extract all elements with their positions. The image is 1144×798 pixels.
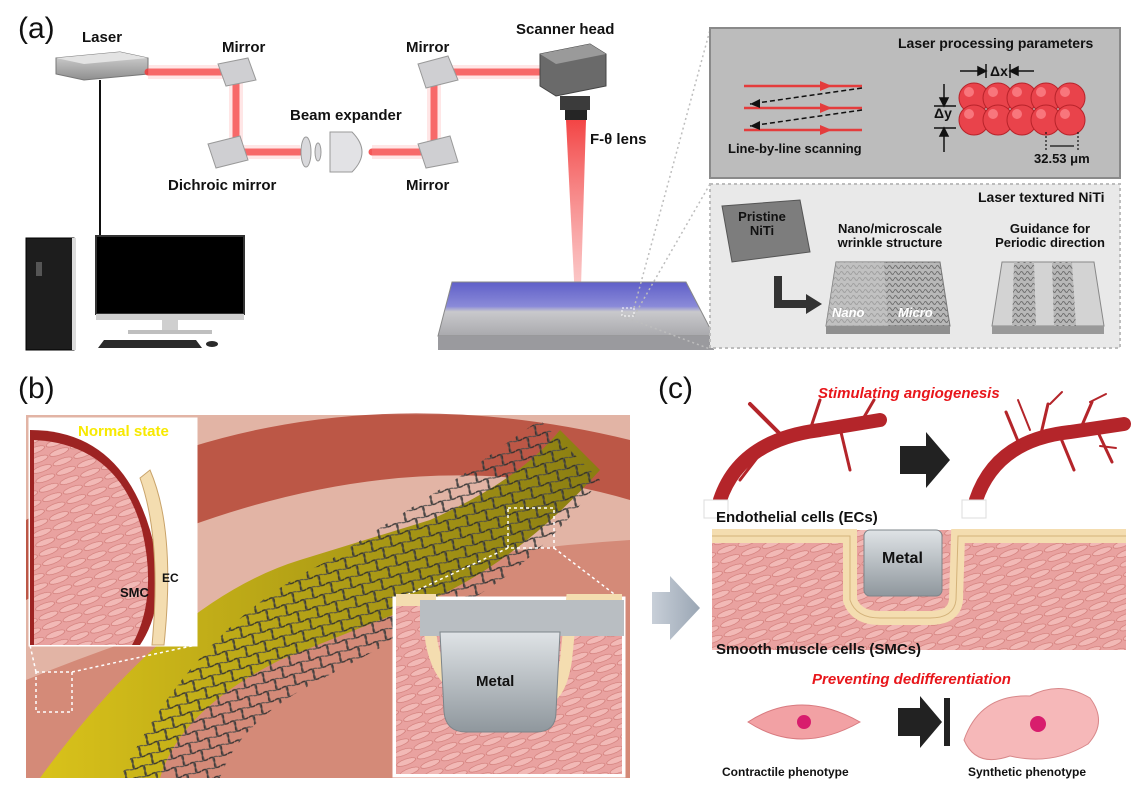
zoom-guides-a — [621, 29, 711, 350]
beam-expander — [300, 131, 363, 173]
wrinkle-line-2: wrinkle structure — [837, 235, 943, 251]
mirror-1 — [217, 57, 257, 87]
flow-arrow-bc — [652, 576, 700, 640]
nano-label: Nano — [832, 305, 865, 320]
dx-label: Δx — [990, 63, 1008, 79]
angiogenesis-arrow — [900, 432, 950, 488]
vessel-stump-right — [961, 499, 987, 519]
focused-beam — [566, 120, 586, 320]
metal-label-b: Metal — [476, 673, 515, 690]
laser-beam-path — [144, 68, 549, 156]
smc-label: SMC — [120, 585, 149, 600]
mirror-2 — [417, 55, 459, 89]
laser-label: Laser — [82, 29, 123, 46]
normal-state-inset — [28, 417, 198, 647]
scanner-head — [539, 43, 607, 120]
beam-expander-label: Beam expander — [290, 107, 402, 124]
mirror-1-label: Mirror — [222, 39, 266, 56]
mirror-3 — [417, 135, 459, 169]
dy-dimension — [934, 84, 956, 152]
params-title: Laser processing parameters — [898, 35, 1094, 51]
metal-inset — [392, 594, 626, 778]
dx-dimension — [960, 64, 1034, 78]
mirror-3-label: Mirror — [406, 177, 450, 194]
mirror-2-label: Mirror — [406, 39, 450, 56]
pristine-line-1: Pristine — [738, 209, 786, 224]
metal-label-c: Metal — [882, 550, 923, 567]
guidance-label: Guidance for Periodic direction — [980, 221, 1120, 251]
vessel-after — [969, 391, 1131, 507]
normal-zoom-box — [35, 671, 73, 713]
dy-label: Δy — [934, 105, 952, 121]
flow-arrow-a — [774, 276, 808, 308]
periodic-sample — [991, 261, 1105, 334]
pristine-niti-sample — [721, 199, 811, 263]
ec-label: EC — [162, 571, 179, 585]
guidance-line-2: Periodic direction — [995, 235, 1105, 251]
textured-title: Laser textured NiTi — [978, 189, 1105, 205]
stent-mesh — [120, 420, 600, 778]
panel-label-b: (b) — [18, 372, 55, 405]
dichroic-mirror — [207, 135, 249, 169]
dedifferentiation-block-arrow — [898, 696, 950, 748]
contractile-cell — [747, 704, 862, 740]
spot-size-dimension — [1045, 132, 1079, 150]
scanner-head-label: Scanner head — [516, 21, 615, 38]
pristine-line-2: NiTi — [749, 223, 775, 239]
laser-beam-glow — [148, 65, 545, 159]
spot-size-label: 32.53 μm — [1034, 151, 1090, 166]
smcs-label: Smooth muscle cells (SMCs) — [716, 641, 922, 658]
line-scanning-label: Line-by-line scanning — [728, 141, 862, 156]
wrinkle-sample — [825, 261, 951, 334]
contractile-label: Contractile phenotype — [722, 765, 849, 779]
computer — [25, 235, 245, 351]
wrinkle-label: Nano/microscale wrinkle structure — [820, 221, 960, 251]
vessel-stump-left — [703, 499, 729, 519]
synthetic-cell — [963, 687, 1099, 760]
laser-spot-array — [958, 82, 1086, 136]
dichroic-mirror-label: Dichroic mirror — [168, 177, 277, 194]
micro-label: Micro — [898, 305, 933, 320]
f-theta-lens-label: F-θ lens — [590, 131, 647, 148]
metal-zoom-box — [507, 507, 555, 549]
ecs-label: Endothelial cells (ECs) — [716, 509, 878, 526]
scan-lines — [744, 81, 863, 135]
wrinkle-line-1: Nano/microscale — [837, 221, 943, 236]
angiogenesis-label: Stimulating angiogenesis — [818, 385, 1000, 402]
laser-box — [55, 51, 149, 81]
synthetic-label: Synthetic phenotype — [968, 765, 1087, 779]
panel-label-a: (a) — [18, 12, 55, 45]
dedifferentiation-label: Preventing dedifferentiation — [812, 671, 1011, 688]
panel-label-c: (c) — [658, 372, 693, 405]
vessel-before — [713, 398, 887, 507]
zoom-guides-b — [29, 547, 623, 673]
niti-workpiece — [437, 281, 715, 350]
normal-state-label: Normal state — [78, 423, 169, 440]
guidance-line-1: Guidance for — [1009, 221, 1091, 236]
metal-block-c — [863, 529, 943, 597]
pristine-label: Pristine NiTi — [734, 209, 790, 239]
